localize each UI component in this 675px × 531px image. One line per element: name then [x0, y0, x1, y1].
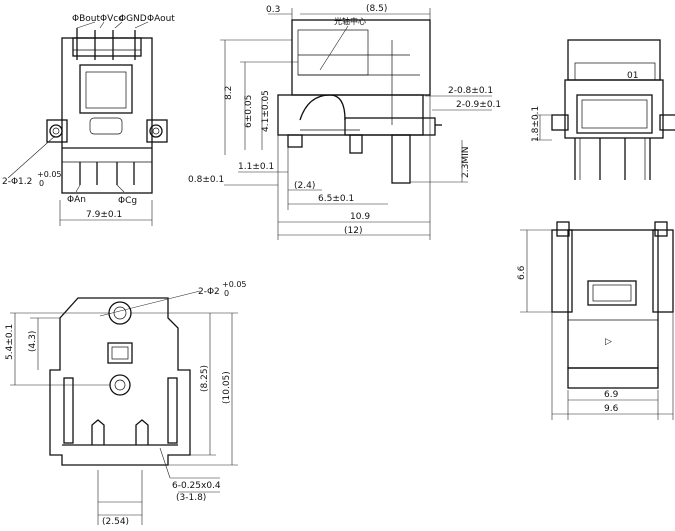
- top-view-body: [551, 221, 674, 389]
- optical-axis-note: 光轴中心: [334, 16, 366, 26]
- side-view: 0.3 (8.5) 光轴中心 8.2 6±0.05 4.1±0.05 2-0.8…: [188, 4, 501, 240]
- bottom-hole-tol: +0.05: [222, 280, 247, 289]
- top-view-dims: [520, 229, 674, 420]
- front-view-dims: [7, 21, 153, 226]
- end-view-dims: [535, 114, 552, 141]
- side-view-dims: [220, 8, 492, 240]
- side-dim-2-4: (2.4): [294, 181, 315, 191]
- pin-label-gnd: ΦGND: [119, 14, 147, 24]
- front-hole-dim: 2-Φ1.2: [2, 177, 32, 187]
- end-view-marking: 01: [627, 71, 638, 81]
- side-dim-8-2: 8.2: [224, 86, 234, 100]
- side-dim-0-3: 0.3: [266, 5, 280, 15]
- pin-label-bout: ΦBout: [72, 14, 100, 24]
- top-dim-9-6: 9.6: [604, 404, 619, 414]
- front-hole-tol: +0.05: [37, 170, 62, 179]
- side-dim-6: 6±0.05: [244, 95, 254, 128]
- pin-label-vcc: ΦVcc: [100, 14, 123, 24]
- top-dim-6-9: 6.9: [604, 390, 619, 400]
- direction-arrow-icon: ▷: [605, 337, 612, 347]
- top-dim-6-6: 6.6: [517, 265, 527, 280]
- bottom-hole-tol-lo: 0: [224, 289, 229, 298]
- side-view-body: [277, 19, 442, 184]
- front-width-dim: 7.9±0.1: [86, 210, 122, 220]
- bottom-dim-8-25: (8.25): [200, 365, 210, 392]
- top-view: ▷ 6.6 6.9 9.6: [517, 221, 674, 420]
- side-dim-6-5: 6.5±0.1: [318, 194, 354, 204]
- bottom-dim-10-05: (10.05): [222, 371, 232, 404]
- bottom-label-an: ΦAn: [67, 195, 86, 205]
- end-dim-1-8: 1.8±0.1: [531, 106, 541, 142]
- bottom-view: 2-Φ2 +0.05 0 5.4±0.1 (4.3) (8.25) (10.05…: [5, 280, 247, 527]
- side-dim-0-8: 0.8±0.1: [188, 175, 224, 185]
- side-dim-10-9: 10.9: [350, 212, 370, 222]
- bottom-dim-pin-size: 6-0.25x0.4: [172, 481, 221, 491]
- bottom-view-dims: [10, 290, 238, 525]
- side-dim-pin-0-9: 2-0.9±0.1: [456, 100, 501, 110]
- bottom-label-cg: ΦCg: [118, 196, 137, 206]
- bottom-dim-5-4: 5.4±0.1: [5, 324, 15, 360]
- bottom-dim-4-3: (4.3): [28, 331, 38, 352]
- side-dim-2-3min: 2.3MIN: [461, 147, 471, 178]
- bottom-dim-2-54: (2.54): [102, 517, 129, 527]
- bottom-hole-dim: 2-Φ2: [198, 287, 220, 297]
- end-view: 01 1.8±0.1: [531, 39, 675, 180]
- side-dim-12: (12): [344, 226, 362, 236]
- bottom-view-body: [49, 297, 191, 466]
- side-dim-pin-0-8: 2-0.8±0.1: [448, 86, 493, 96]
- front-view: ΦBout ΦVcc ΦGND ΦAout 2-Φ1.2 +0.05 0 ΦAn…: [2, 14, 175, 226]
- pin-label-aout: ΦAout: [147, 14, 175, 24]
- side-dim-4-1: 4.1±0.05: [261, 90, 271, 132]
- side-dim-1-1: 1.1±0.1: [238, 162, 274, 172]
- bottom-dim-pin-pitch: (3-1.8): [176, 493, 206, 503]
- side-dim-8-5: (8.5): [366, 4, 387, 14]
- front-hole-tol-lo: 0: [39, 179, 44, 188]
- front-view-body: [46, 28, 168, 194]
- end-view-body: [551, 39, 675, 180]
